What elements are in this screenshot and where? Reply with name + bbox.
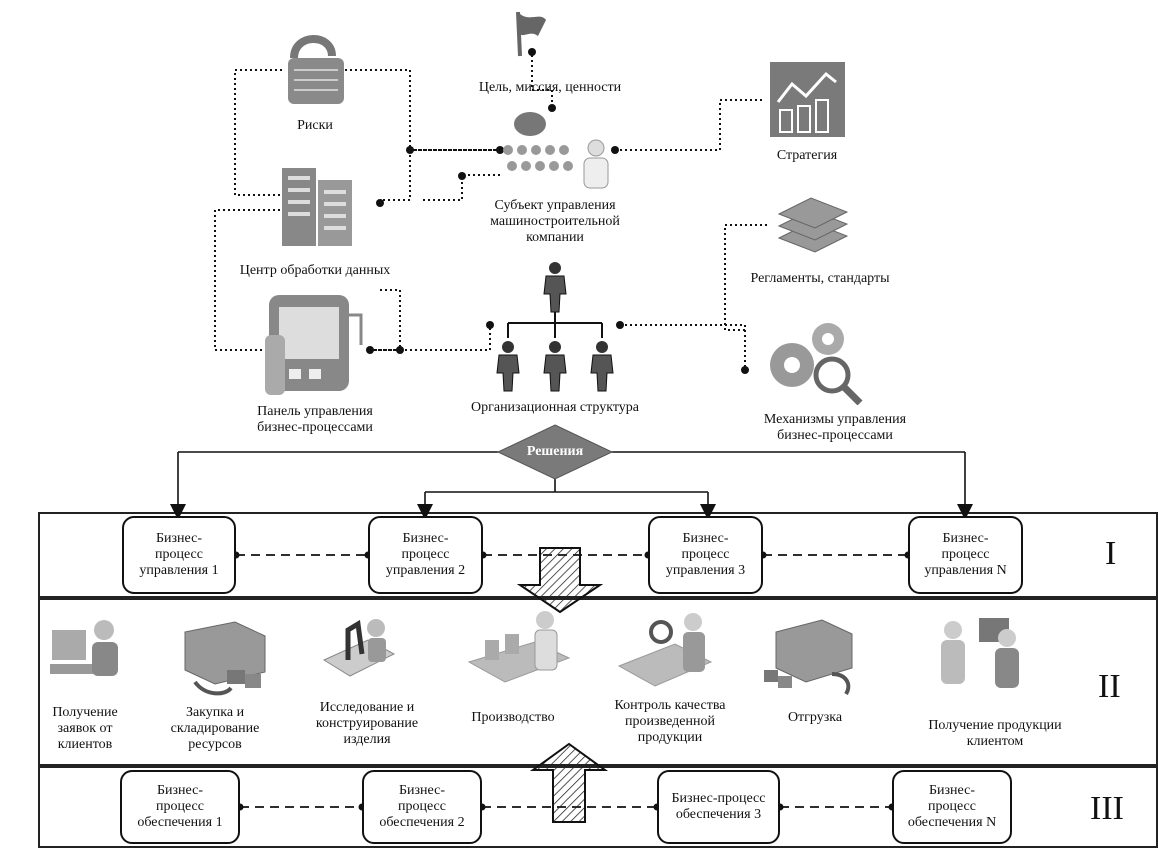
quality-icon (617, 613, 713, 687)
org-person-1-icon (496, 341, 520, 392)
decision-label: Решения (526, 444, 584, 459)
down-arrow-icon (516, 547, 604, 614)
management-process-1: Бизнес- процесс управления 1 (122, 516, 236, 594)
core-step-6: Отгрузка (787, 710, 843, 725)
support-process-1: Бизнес- процесс обеспечения 1 (120, 770, 240, 844)
regulations-label: Регламенты, стандарты (750, 271, 890, 286)
server-icon (282, 168, 352, 246)
management-band (38, 512, 1158, 598)
strategy-label: Стратегия (776, 148, 838, 163)
core-step-7: Получение продукции клиентом (928, 718, 1062, 749)
up-arrow-icon (529, 742, 609, 823)
mission-label: Цель, миссия, ценности (478, 80, 622, 95)
risks-label: Риски (297, 118, 333, 133)
row-roman-iii: III (1090, 790, 1124, 827)
org-person-2-icon (543, 341, 567, 392)
management-process-n: Бизнес- процесс управления N (908, 516, 1023, 594)
gears-icon (770, 323, 863, 405)
management-process-3: Бизнес- процесс управления 3 (648, 516, 763, 594)
subject-label: Субъект управления машиностроительной ко… (490, 198, 620, 245)
row-roman-ii: II (1098, 668, 1121, 705)
org-person-3-icon (590, 341, 614, 392)
decision-diamond (496, 424, 614, 480)
row-roman-i: I (1105, 535, 1117, 572)
support-process-2: Бизнес- процесс обеспечения 2 (362, 770, 482, 844)
delivery-truck-icon (764, 619, 853, 696)
padlock-icon (288, 35, 344, 104)
org-people-icon (503, 112, 609, 189)
management-process-2: Бизнес- процесс управления 2 (368, 516, 483, 594)
person-icon (543, 262, 567, 313)
panel-label: Панель управления бизнес-процессами (257, 404, 373, 435)
orgstructure-label: Организационная структура (471, 400, 639, 415)
tablet-icon (265, 295, 363, 395)
mechanisms-label: Механизмы управления бизнес-процессами (763, 412, 907, 443)
flag-icon (516, 12, 546, 57)
core-step-2: Закупка и складирование ресурсов (170, 705, 260, 752)
support-process-n: Бизнес- процесс обеспечения N (892, 770, 1012, 844)
customer-icon (50, 620, 118, 676)
core-step-5: Контроль качества произведенной продукци… (614, 698, 726, 745)
chart-icon (770, 62, 845, 137)
core-step-1: Получение заявок от клиентов (52, 705, 118, 752)
client-icon (941, 618, 1019, 688)
microscope-icon (322, 619, 396, 677)
documents-icon (777, 197, 849, 253)
truck-icon (184, 621, 266, 696)
core-step-4: Производство (471, 710, 555, 725)
core-step-3: Исследование и конструирование изделия (315, 700, 419, 747)
datacenter-label: Центр обработки данных (239, 263, 391, 278)
production-icon (467, 611, 571, 683)
support-process-3: Бизнес-процесс обеспечения 3 (657, 770, 780, 844)
